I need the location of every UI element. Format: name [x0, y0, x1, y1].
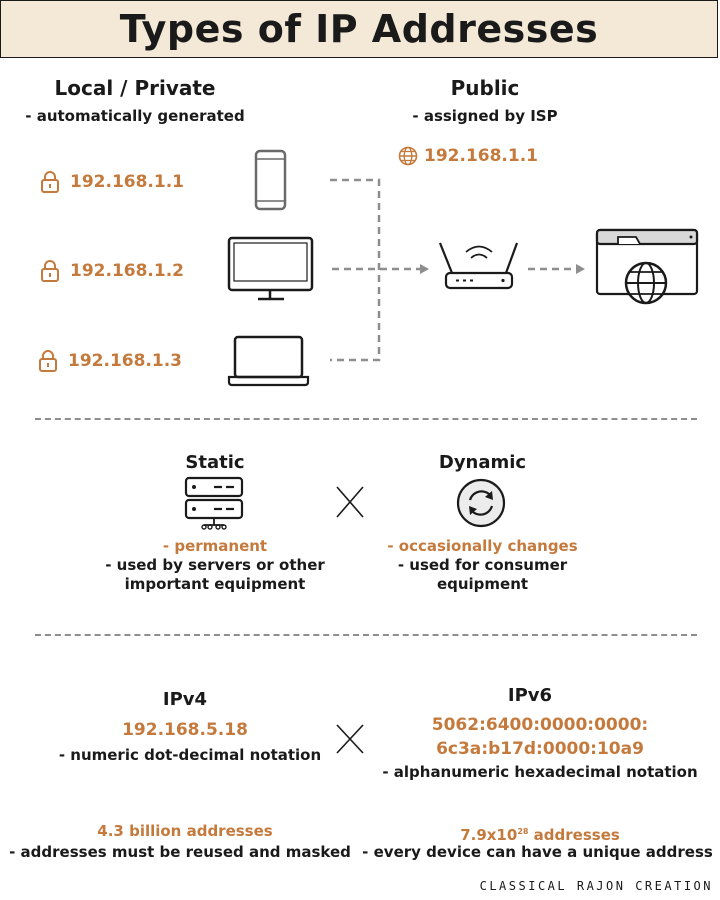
monitor-icon	[227, 236, 314, 301]
laptop-icon	[227, 335, 310, 387]
smartphone-icon	[254, 149, 287, 211]
page-title: Types of IP Addresses	[119, 7, 599, 51]
static-description-line: important equipment	[124, 575, 306, 593]
dynamic-heading: Dynamic	[438, 452, 527, 473]
ipv6-address-count: 7.9x1028 addresses	[405, 822, 675, 845]
lock-icon	[41, 260, 59, 282]
dynamic-description-line: equipment	[436, 575, 529, 593]
section-divider	[35, 418, 697, 420]
public-ip-row: 192.168.1.1	[398, 146, 538, 166]
title-banner: Types of IP Addresses	[0, 0, 718, 58]
server-icon	[184, 476, 244, 530]
public-heading: Public	[450, 76, 520, 100]
refresh-icon	[456, 478, 506, 528]
ipv4-notation: - numeric dot-decimal notation	[58, 746, 322, 764]
static-description-line: - used by servers or other	[105, 556, 325, 574]
ipv6-example-line: 5062:6400:0000:0000:	[431, 715, 649, 735]
lock-icon	[39, 350, 57, 372]
internet-browser-icon	[595, 228, 699, 305]
private-ip-row-2: 192.168.1.2	[40, 260, 184, 282]
arrow-head	[576, 264, 585, 274]
arrow-head	[420, 264, 429, 274]
private-ip-address: 192.168.1.2	[70, 261, 185, 281]
private-ip-address: 192.168.1.1	[70, 172, 185, 192]
ipv4-note: - addresses must be reused and masked	[9, 843, 351, 861]
static-heading: Static	[185, 452, 245, 473]
ipv6-note: - every device can have a unique address	[362, 843, 713, 861]
ipv6-count-suffix: addresses	[528, 826, 620, 844]
credit-text: CLASSICAL RAJON CREATION	[479, 879, 713, 893]
ipv6-count-exponent: 28	[517, 827, 529, 836]
ipv6-notation: - alphanumeric hexadecimal notation	[382, 763, 698, 781]
local-heading: Local / Private	[54, 76, 216, 100]
private-ip-address: 192.168.1.3	[68, 351, 183, 371]
static-highlight: - permanent	[162, 537, 268, 555]
private-ip-row-3: 192.168.1.3	[38, 350, 182, 372]
ipv4-address-count: 4.3 billion addresses	[97, 822, 273, 840]
connection-lines	[330, 178, 576, 362]
lock-icon	[41, 171, 59, 193]
dynamic-description-line: - used for consumer	[397, 556, 568, 574]
ipv6-count-base: 7.9x10	[460, 826, 518, 844]
ipv6-example-line: 6c3a:b17d:0000:10a9	[436, 739, 644, 759]
ipv6-heading: IPv6	[507, 685, 553, 706]
router-icon	[438, 242, 519, 290]
private-ip-row-1: 192.168.1.1	[40, 171, 184, 193]
public-subtitle: - assigned by ISP	[412, 107, 558, 125]
dynamic-highlight: - occasionally changes	[387, 537, 578, 555]
public-ip-address: 192.168.1.1	[424, 146, 539, 166]
ipv4-heading: IPv4	[162, 689, 208, 710]
versus-icon	[336, 724, 364, 754]
versus-icon	[336, 486, 364, 518]
section-divider	[35, 634, 697, 636]
network-diagram	[227, 149, 699, 387]
globe-icon	[398, 146, 418, 166]
local-subtitle: - automatically generated	[25, 107, 245, 125]
ipv4-example: 192.168.5.18	[122, 720, 248, 740]
